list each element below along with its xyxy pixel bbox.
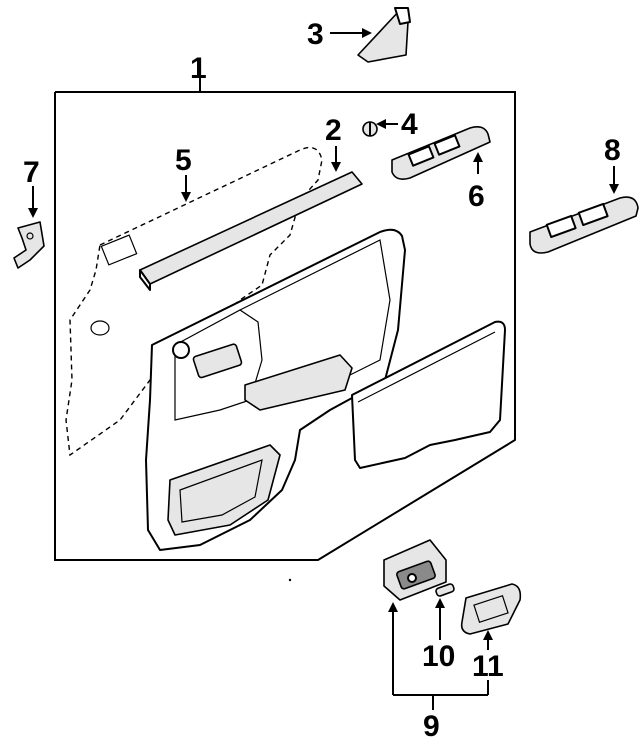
part-1-door-trim-panel xyxy=(145,228,406,551)
part-6-switch-bezel xyxy=(391,126,491,180)
part-3-corner-trim xyxy=(357,7,411,63)
part-4-clip xyxy=(362,121,378,137)
part-9-lamp-housing xyxy=(383,539,447,601)
callout-6: 6 xyxy=(468,180,485,213)
part-11-lens xyxy=(460,583,522,635)
part-map-pocket xyxy=(351,320,506,469)
callout-2: 2 xyxy=(325,114,342,147)
stray-dot xyxy=(288,578,292,582)
callout-9: 9 xyxy=(423,710,440,741)
assembly-box xyxy=(54,78,516,561)
callout-4: 4 xyxy=(401,108,418,141)
part-7-bracket xyxy=(13,221,45,269)
callout-1: 1 xyxy=(190,52,207,85)
part-2-belt-molding xyxy=(139,171,363,291)
part-10-bulb xyxy=(435,583,455,597)
part-8-switch-bezel xyxy=(529,196,639,254)
callout-7: 7 xyxy=(23,156,40,189)
callout-5: 5 xyxy=(175,144,192,177)
callout-8: 8 xyxy=(604,134,621,167)
callout-3: 3 xyxy=(307,18,324,51)
callout-10: 10 xyxy=(422,640,455,673)
part-5-inner-panel xyxy=(65,146,323,457)
callout-11: 11 xyxy=(472,650,504,683)
leader-lines xyxy=(28,28,619,710)
